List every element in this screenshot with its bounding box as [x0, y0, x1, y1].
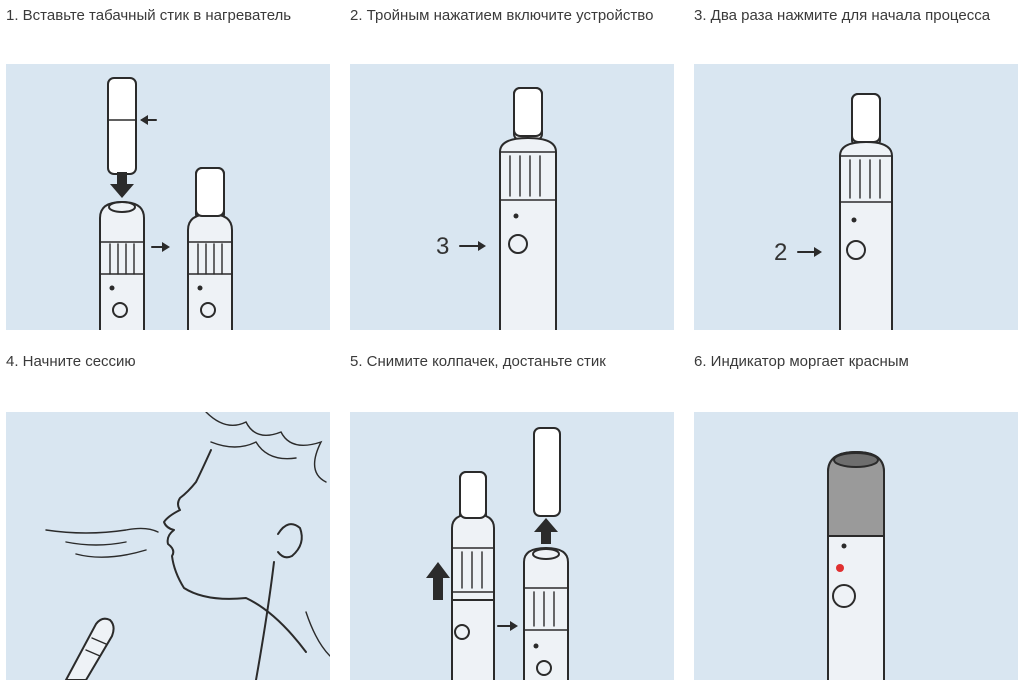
press-count-label: 3	[436, 233, 449, 260]
arrow-right-icon	[797, 247, 822, 257]
step-2-illustration: 3	[350, 64, 674, 330]
arrow-left-icon	[140, 115, 157, 125]
arrow-right-icon	[459, 241, 486, 251]
heater-device-icon	[499, 87, 557, 330]
step-1-caption: 1. Вставьте табачный стик в нагреватель	[6, 7, 292, 24]
arrow-right-icon	[151, 242, 170, 252]
step-5-illustration	[350, 412, 674, 680]
heater-device-icon	[827, 450, 885, 680]
heater-body-icon	[451, 599, 495, 680]
heater-device-icon	[64, 617, 115, 680]
heater-device-icon	[99, 200, 145, 330]
arrow-up-icon	[426, 562, 450, 600]
step-3-illustration: 2	[694, 64, 1018, 330]
press-count-label: 2	[774, 239, 787, 266]
heater-cap-icon	[451, 471, 495, 613]
step-3-caption: 3. Два раза нажмите для начала процесса	[694, 7, 991, 24]
step-2-caption: 2. Тройным нажатием включите устройство	[350, 7, 654, 24]
heater-device-open-icon	[523, 546, 569, 680]
heater-device-icon	[839, 93, 893, 330]
arrow-down-icon	[110, 172, 134, 198]
arrow-up-icon	[534, 518, 558, 544]
step-4-illustration	[6, 412, 330, 680]
tobacco-stick-icon	[533, 427, 561, 517]
tobacco-stick-icon	[107, 77, 137, 175]
step-5-caption: 5. Снимите колпачек, достаньте стик	[350, 353, 606, 370]
step-1-illustration	[6, 64, 330, 330]
heater-device-with-stick-icon	[187, 167, 233, 330]
arrow-right-icon	[497, 621, 518, 631]
step-6-illustration	[694, 412, 1018, 680]
step-4-caption: 4. Начните сессию	[6, 353, 136, 370]
person-exhaling-icon	[45, 412, 330, 680]
red-indicator-icon	[836, 564, 844, 572]
step-6-caption: 6. Индикатор моргает красным	[694, 353, 909, 370]
